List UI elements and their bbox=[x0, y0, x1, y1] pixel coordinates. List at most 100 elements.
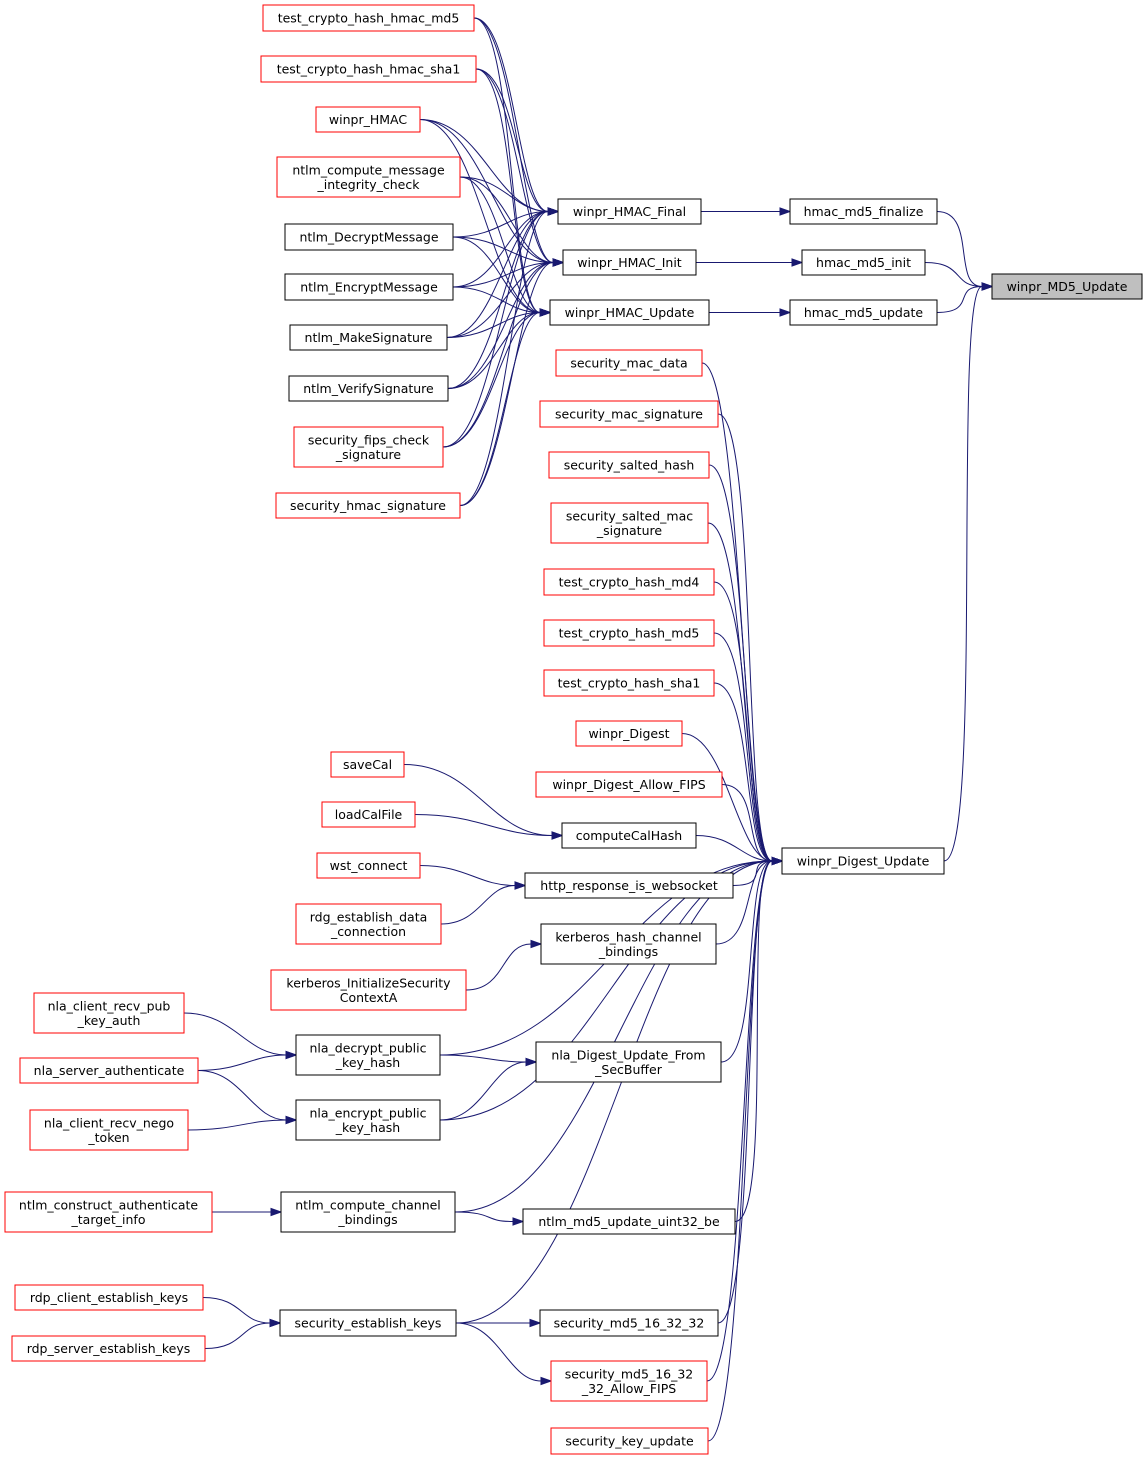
node-computecalhash[interactable]: computeCalHash bbox=[561, 822, 697, 849]
node-winpr-hmac-final[interactable]: winpr_HMAC_Final bbox=[557, 198, 702, 225]
node-sec-mac-sig[interactable]: security_mac_signature bbox=[539, 400, 719, 428]
arrowhead bbox=[551, 831, 564, 840]
node-sec-establish-keys[interactable]: security_establish_keys bbox=[279, 1309, 457, 1337]
node-label: test_crypto_hash_md5 bbox=[559, 626, 700, 641]
node-box bbox=[789, 299, 938, 326]
node-wst-connect[interactable]: wst_connect bbox=[316, 852, 421, 879]
node-rdg-establish[interactable]: rdg_establish_data_connection bbox=[295, 903, 442, 945]
node-sec-salted-mac[interactable]: security_salted_mac_signature bbox=[550, 502, 709, 544]
node-label: kerberos_InitializeSecurity bbox=[286, 975, 451, 990]
edge-line bbox=[419, 119, 541, 313]
edge-line bbox=[452, 236, 541, 313]
node-ntlm-compute-msg[interactable]: ntlm_compute_message_integrity_check bbox=[276, 156, 461, 198]
node-kerb-hash-cb[interactable]: kerberos_hash_channel_bindings bbox=[540, 923, 717, 965]
node-ntlm-verifysig[interactable]: ntlm_VerifySignature bbox=[288, 375, 449, 402]
node-label: security_salted_hash bbox=[564, 458, 695, 473]
node-winpr-hmac[interactable]: winpr_HMAC bbox=[315, 106, 421, 133]
edge-line bbox=[442, 312, 541, 448]
node-nla-digest-secbuf[interactable]: nla_Digest_Update_From_SecBuffer bbox=[535, 1041, 722, 1083]
node-sec-mac-data[interactable]: security_mac_data bbox=[555, 349, 703, 377]
arrowhead bbox=[514, 881, 527, 890]
edge-line bbox=[459, 211, 549, 506]
node-ntlm-makesig[interactable]: ntlm_MakeSignature bbox=[289, 324, 448, 351]
node-sec-hmac-sig[interactable]: security_hmac_signature bbox=[275, 492, 461, 519]
edge-line bbox=[447, 262, 554, 389]
node-rdp-server-keys[interactable]: rdp_server_establish_keys bbox=[11, 1335, 206, 1362]
node-hmac-md5-update[interactable]: hmac_md5_update bbox=[789, 299, 938, 326]
node-label: winpr_HMAC_Update bbox=[565, 305, 695, 320]
node-label: security_salted_mac bbox=[566, 508, 693, 523]
node-savecal[interactable]: saveCal bbox=[330, 751, 405, 778]
node-sec-md5-16-32-32[interactable]: security_md5_16_32_32 bbox=[539, 1309, 719, 1337]
node-ntlm-compute-cb[interactable]: ntlm_compute_channel_bindings bbox=[280, 1191, 456, 1233]
edge-line bbox=[452, 262, 554, 288]
edge-line bbox=[414, 814, 553, 836]
node-label: security_fips_check bbox=[308, 432, 430, 447]
node-label: rdp_server_establish_keys bbox=[27, 1341, 191, 1356]
node-nla-decrypt-pkh[interactable]: nla_decrypt_public_key_hash bbox=[295, 1034, 441, 1076]
edge-line bbox=[924, 262, 983, 287]
node-label: winpr_HMAC_Final bbox=[573, 204, 686, 219]
node-label: kerberos_hash_channel bbox=[555, 929, 701, 944]
node-label: hmac_md5_init bbox=[816, 255, 911, 270]
node-sec-key-update[interactable]: security_key_update bbox=[550, 1427, 709, 1455]
node-box bbox=[19, 1057, 199, 1084]
node-ntlm-construct-auth[interactable]: ntlm_construct_authenticate_target_info bbox=[4, 1191, 213, 1233]
edge-line bbox=[721, 784, 773, 862]
node-test-hmac-md5[interactable]: test_crypto_hash_hmac_md5 bbox=[262, 4, 475, 32]
node-box bbox=[289, 324, 448, 351]
node-label: security_hmac_signature bbox=[290, 498, 446, 513]
edge-ntlm-compute-cb-to-ntlm-md5-uint32 bbox=[454, 1211, 525, 1226]
node-winpr-hmac-init[interactable]: winpr_HMAC_Init bbox=[562, 249, 697, 276]
arrowhead bbox=[269, 1318, 282, 1328]
edge-ntlm-compute-cb-to-winpr-digest-update bbox=[454, 856, 784, 1213]
node-label: winpr_Digest_Allow_FIPS bbox=[552, 777, 705, 792]
node-box bbox=[295, 1099, 441, 1141]
node-box bbox=[535, 1041, 722, 1083]
node-test-md4[interactable]: test_crypto_hash_md4 bbox=[543, 568, 715, 596]
node-label: test_crypto_hash_md4 bbox=[559, 575, 700, 590]
node-hmac-md5-init[interactable]: hmac_md5_init bbox=[801, 249, 926, 276]
node-sec-fips-check[interactable]: security_fips_check_signature bbox=[293, 426, 444, 468]
node-winpr-hmac-update[interactable]: winpr_HMAC_Update bbox=[549, 299, 710, 326]
node-nla-server-auth[interactable]: nla_server_authenticate bbox=[19, 1057, 199, 1084]
edge-sec-md5-fips-to-winpr-digest-update bbox=[706, 856, 784, 1382]
edge-line bbox=[713, 682, 773, 862]
node-sec-md5-fips[interactable]: security_md5_16_32_32_Allow_FIPS bbox=[550, 1360, 708, 1402]
node-box bbox=[276, 156, 461, 198]
node-hmac-md5-finalize[interactable]: hmac_md5_finalize bbox=[789, 198, 938, 225]
node-rdp-client-keys[interactable]: rdp_client_establish_keys bbox=[14, 1284, 204, 1311]
node-winpr-digest-fips[interactable]: winpr_Digest_Allow_FIPS bbox=[535, 771, 723, 798]
node-test-hmac-sha1[interactable]: test_crypto_hash_hmac_sha1 bbox=[260, 55, 477, 83]
node-http-ws[interactable]: http_response_is_websocket bbox=[524, 872, 734, 899]
edge-line bbox=[455, 1322, 542, 1382]
node-md5-update[interactable]: winpr_MD5_Update bbox=[991, 273, 1143, 300]
node-nla-recv-pub[interactable]: nla_client_recv_pub_key_auth bbox=[33, 992, 185, 1034]
nodes-layer: winpr_MD5_Update hmac_md5_finalize hmac_md… bbox=[4, 4, 1143, 1455]
edge-rdg-establish-to-http-ws bbox=[440, 881, 527, 925]
node-ntlm-encrypt[interactable]: ntlm_EncryptMessage bbox=[284, 273, 454, 301]
edge-line bbox=[454, 1211, 514, 1222]
node-label: ntlm_VerifySignature bbox=[303, 381, 434, 396]
node-label: _token bbox=[87, 1130, 129, 1145]
node-test-md5[interactable]: test_crypto_hash_md5 bbox=[543, 619, 715, 647]
edge-nla-encrypt-pkh-to-nla-digest-secbuf bbox=[439, 1057, 538, 1121]
node-box bbox=[284, 223, 454, 251]
edge-line bbox=[452, 211, 549, 238]
node-ntlm-md5-uint32[interactable]: ntlm_md5_update_uint32_be bbox=[522, 1208, 736, 1235]
edge-ntlm-verifysig-to-winpr-hmac-update bbox=[447, 308, 552, 389]
node-sec-salted-hash[interactable]: security_salted_hash bbox=[548, 451, 710, 479]
node-loadcalfile[interactable]: loadCalFile bbox=[321, 801, 416, 828]
node-test-sha1[interactable]: test_crypto_hash_sha1 bbox=[543, 669, 715, 697]
node-nla-encrypt-pkh[interactable]: nla_encrypt_public_key_hash bbox=[295, 1099, 441, 1141]
edge-line bbox=[446, 262, 554, 338]
node-box bbox=[801, 249, 926, 276]
node-winpr-digest[interactable]: winpr_Digest bbox=[575, 720, 683, 747]
node-box bbox=[279, 1309, 457, 1337]
arrowhead bbox=[285, 1115, 298, 1125]
node-nla-recv-nego[interactable]: nla_client_recv_nego_token bbox=[29, 1109, 189, 1151]
node-ntlm-decrypt[interactable]: ntlm_DecryptMessage bbox=[284, 223, 454, 251]
edge-test-hmac-sha1-to-winpr-hmac-final bbox=[475, 68, 560, 216]
node-winpr-digest-update[interactable]: winpr_Digest_Update bbox=[781, 847, 945, 875]
